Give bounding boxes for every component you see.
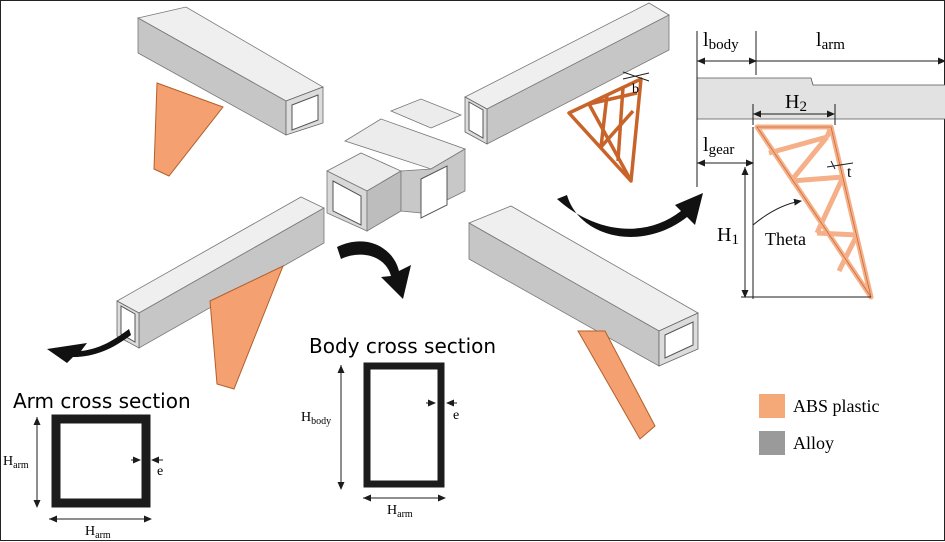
dim-l-body-label: lbody (703, 29, 739, 53)
arm-section-h-label: Harm (3, 454, 29, 471)
central-hub (326, 98, 466, 232)
landing-gear-left (209, 264, 284, 390)
landing-gear-lower-right (577, 330, 656, 440)
arrow-to-arm-section (47, 329, 131, 363)
body-section-w-label: Harm (387, 503, 413, 520)
dim-l-gear-label: lgear (703, 134, 734, 158)
legend-label-alloy: Alloy (793, 433, 834, 453)
body-section-title: Body cross section (309, 334, 496, 358)
arrow-to-gear-detail (557, 193, 703, 237)
dim-theta-label: Theta (765, 229, 806, 249)
frame-3d: b (116, 2, 699, 440)
arm-section-w-label: Harm (85, 524, 111, 541)
gear-detail (696, 31, 945, 300)
truss-gear-small (567, 77, 643, 183)
arrow-to-body-section (337, 241, 411, 299)
arm-section-title: Arm cross section (13, 389, 191, 413)
arm-upper-left (136, 6, 324, 136)
arm-cross-section (33, 414, 163, 523)
landing-gear-upper (153, 82, 224, 177)
arm-right-long (464, 2, 670, 145)
dim-l-arm-label: larm (816, 29, 845, 53)
legend-label-abs: ABS plastic (793, 396, 880, 416)
body-section-e-label: e (453, 408, 459, 423)
body-cross-section (337, 362, 457, 502)
dim-h1-label: H1 (717, 224, 739, 248)
arm-lower-right (468, 205, 699, 367)
legend-swatch-abs (759, 394, 785, 418)
legend: ABS plastic Alloy (759, 394, 880, 455)
dim-t-label: t (847, 164, 852, 181)
arm-section-e-label: e (157, 464, 163, 479)
dim-h2-label: H2 (785, 91, 807, 115)
body-section-h-label: Hbody (301, 410, 331, 427)
legend-swatch-alloy (759, 431, 785, 455)
dim-b-label: b (632, 82, 639, 97)
